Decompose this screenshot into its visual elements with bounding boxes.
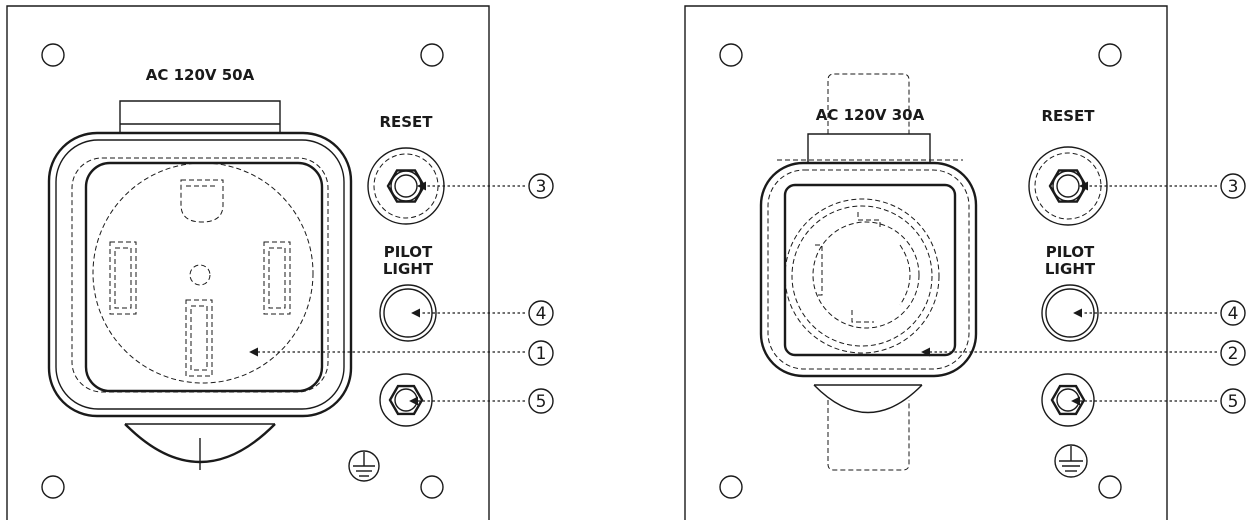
mounting-hole-icon — [420, 43, 444, 67]
svg-text:2: 2 — [1228, 344, 1239, 364]
svg-text:4: 4 — [1228, 304, 1239, 324]
receptacle-50a — [47, 100, 353, 470]
mounting-hole-icon — [719, 43, 743, 67]
pilot-light-left — [379, 284, 437, 342]
receptacle-30a-label: AC 120V 30A — [816, 106, 925, 124]
pilot-label-left-2: LIGHT — [383, 260, 434, 278]
callout-4-right: 4 — [1220, 300, 1246, 326]
svg-text:3: 3 — [536, 177, 547, 197]
mounting-hole-icon — [1098, 475, 1122, 499]
svg-text:4: 4 — [536, 304, 547, 324]
receptacle-50a-label: AC 120V 50A — [146, 66, 255, 84]
ground-terminal-left — [379, 373, 433, 427]
right-panel: AC 120V 30A RESET PILOT LIGHT — [684, 5, 1246, 520]
callout-5-left: 5 — [528, 388, 554, 414]
pilot-label-right-2: LIGHT — [1045, 260, 1096, 278]
svg-text:5: 5 — [1228, 392, 1239, 412]
left-panel: AC 120V 50A — [6, 5, 554, 520]
svg-text:5: 5 — [536, 392, 547, 412]
callout-5-right: 5 — [1220, 388, 1246, 414]
svg-text:1: 1 — [536, 344, 547, 364]
pilot-label-right-1: PILOT — [1046, 243, 1095, 261]
callout-1-left: 1 — [528, 340, 554, 366]
ground-symbol-icon — [348, 450, 380, 482]
mounting-hole-icon — [719, 475, 743, 499]
callout-4-left: 4 — [528, 300, 554, 326]
reset-label-right: RESET — [1041, 107, 1095, 125]
pilot-label-left-1: PILOT — [384, 243, 433, 261]
mounting-hole-icon — [41, 43, 65, 67]
left-panel-outline — [6, 5, 490, 520]
mounting-hole-icon — [41, 475, 65, 499]
reset-label-left: RESET — [379, 113, 433, 131]
svg-text:3: 3 — [1228, 177, 1239, 197]
ground-terminal-right — [1041, 373, 1095, 427]
right-panel-outline — [684, 5, 1168, 520]
callout-3-right: 3 — [1220, 173, 1246, 199]
pilot-light-right — [1041, 284, 1099, 342]
callout-2-right: 2 — [1220, 340, 1246, 366]
callout-3-left: 3 — [528, 173, 554, 199]
mounting-hole-icon — [1098, 43, 1122, 67]
mounting-hole-icon — [420, 475, 444, 499]
ground-symbol-icon — [1054, 444, 1088, 478]
receptacle-30a — [759, 73, 978, 471]
